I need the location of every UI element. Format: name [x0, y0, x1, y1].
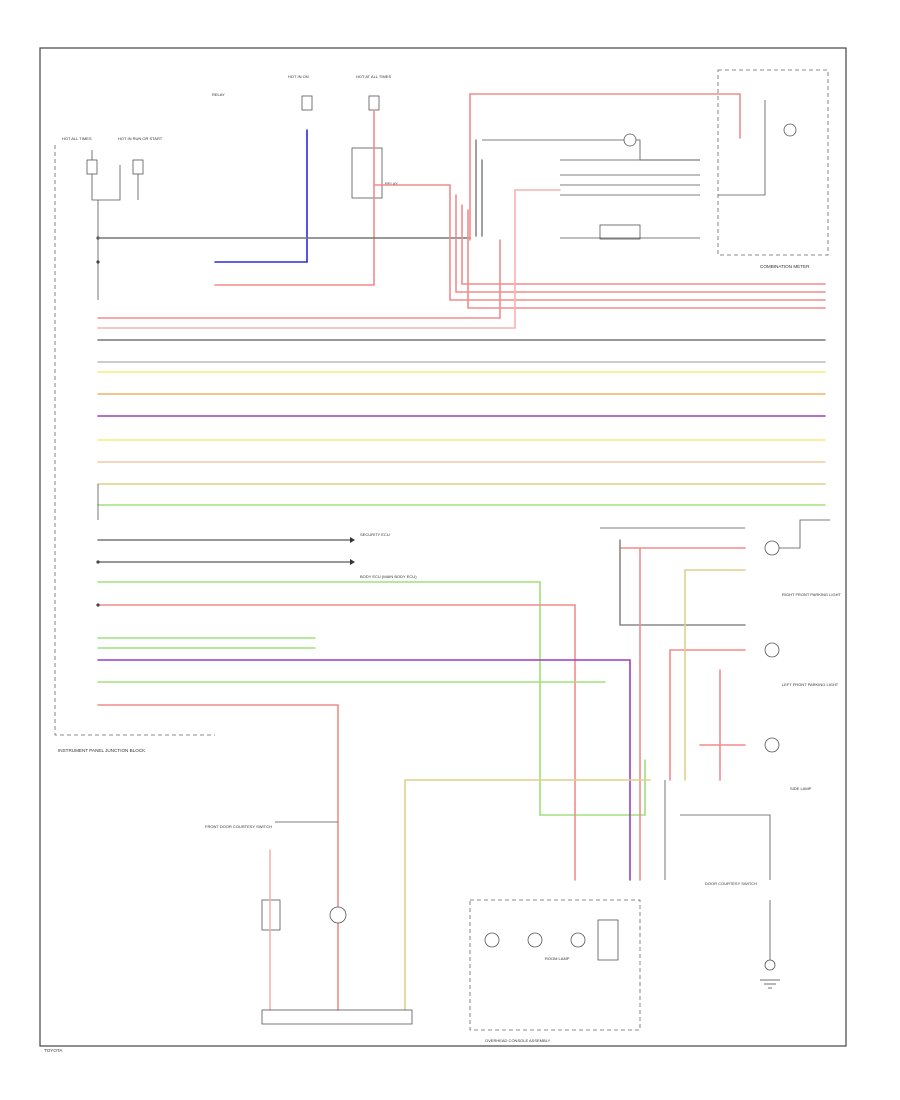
svg-text:HOT ALL TIMES: HOT ALL TIMES [62, 136, 92, 141]
body-ecu-label: BODY ECU (MAIN BODY ECU) [360, 574, 417, 579]
bus-lower [97, 637, 631, 1011]
svg-text:RELAY: RELAY [212, 92, 225, 97]
overhead-console: OVERHEAD CONSOLE ASSEMBLY ROOM LAMP [469, 899, 641, 1043]
wire-blue [214, 129, 308, 263]
svg-text:HOT IN RUN OR START: HOT IN RUN OR START [118, 136, 163, 141]
svg-text:RIGHT FRONT PARKING LIGHT: RIGHT FRONT PARKING LIGHT [782, 592, 841, 597]
svg-text:LEFT FRONT PARKING LIGHT: LEFT FRONT PARKING LIGHT [782, 682, 839, 687]
svg-text:HOT IN ON: HOT IN ON [288, 74, 309, 79]
wire-red-meter [469, 93, 741, 241]
diagram-frame [39, 47, 847, 1047]
svg-text:HOT AT ALL TIMES: HOT AT ALL TIMES [356, 74, 391, 79]
door-switch: DOOR COURTESY SWITCH [705, 881, 780, 989]
meter-internals [482, 100, 797, 240]
left-stubs [96, 484, 646, 881]
svg-text:RELAY: RELAY [385, 181, 398, 186]
svg-text:FRONT DOOR COURTESY SWITCH: FRONT DOOR COURTESY SWITCH [205, 824, 272, 829]
footer-label: TOYOTA [44, 1048, 63, 1053]
wire-red-fuse [214, 109, 375, 286]
left-enclosure [54, 145, 215, 736]
left-enclosure-label: INSTRUMENT PANEL JUNCTION BLOCK [58, 748, 146, 753]
combination-meter-box [717, 69, 829, 256]
lower-left-components: FRONT DOOR COURTESY SWITCH [205, 821, 413, 1025]
svg-text:OVERHEAD CONSOLE ASSEMBLY: OVERHEAD CONSOLE ASSEMBLY [485, 1038, 551, 1043]
right-lamps: RIGHT FRONT PARKING LIGHT LEFT FRONT PAR… [600, 519, 841, 791]
combination-meter-label: COMBINATION METER [760, 264, 810, 269]
fuse-block-left: HOT ALL TIMES HOT IN RUN OR START [62, 136, 163, 300]
security-ecu-label: SECURITY ECU [360, 532, 390, 537]
bus-lines [97, 189, 826, 506]
bus-verticals [449, 139, 826, 309]
svg-text:DOOR COURTESY SWITCH: DOOR COURTESY SWITCH [705, 881, 757, 886]
svg-text:SIDE LAMP: SIDE LAMP [790, 786, 812, 791]
svg-text:ROOM LAMP: ROOM LAMP [545, 956, 570, 961]
connector-verticals [404, 547, 771, 1011]
fuse-block-top: HOT IN ON HOT AT ALL TIMES RELAY RELAY [212, 74, 398, 199]
